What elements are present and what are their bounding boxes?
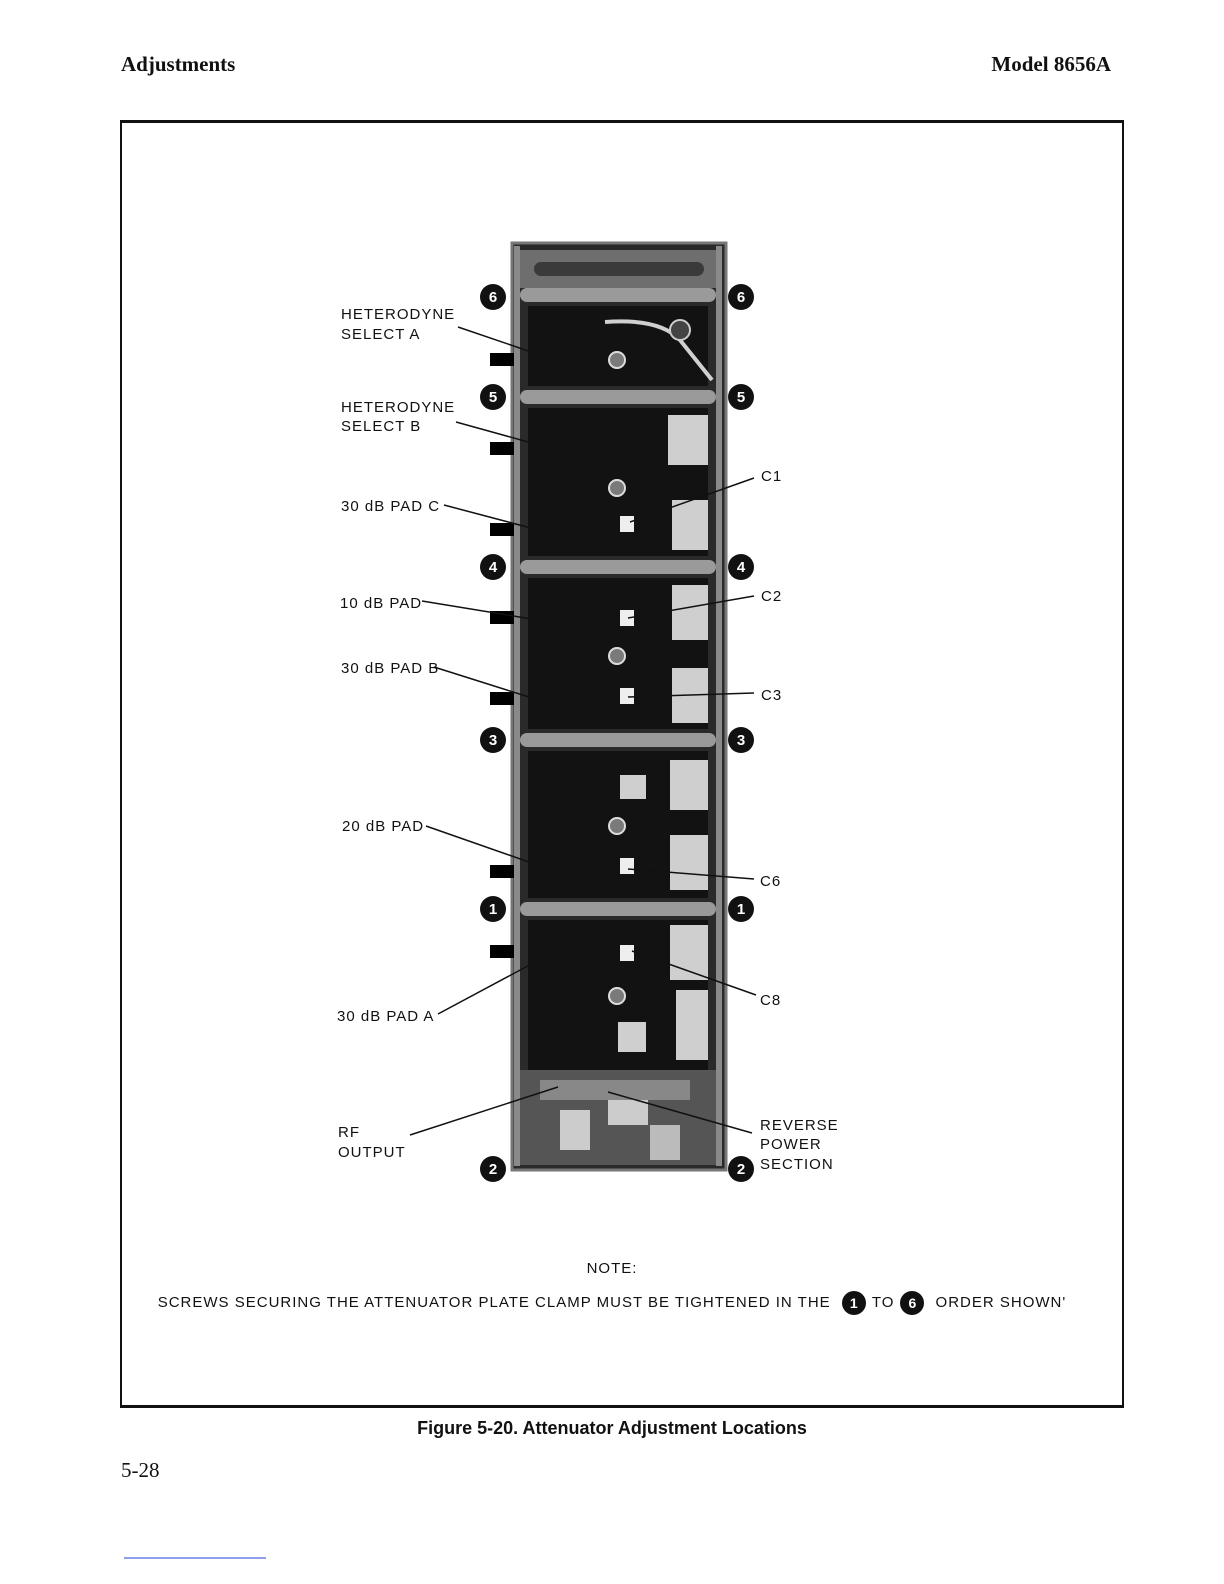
page-number: 5-28 (121, 1458, 160, 1482)
label-20db-pad: 20 dB PAD (342, 818, 424, 835)
label-10db-pad: 10 dB PAD (340, 595, 422, 612)
label-c6: C6 (760, 873, 781, 890)
note-screw-1-marker: 1 (841, 1291, 866, 1315)
screw-marker-5-right: 5 (728, 384, 754, 410)
screw-marker-4-right: 4 (728, 554, 754, 580)
figure-frame (120, 120, 1124, 1408)
screw-marker-4-left: 4 (480, 554, 506, 580)
screw-marker-6-left: 6 (480, 284, 506, 310)
note-screw-6-marker: 6 (900, 1291, 925, 1315)
svg-text:4: 4 (737, 559, 746, 576)
screw-marker-2-right: 2 (728, 1156, 754, 1182)
label-reverse-power-line1: REVERSE (760, 1117, 839, 1134)
svg-text:3: 3 (489, 732, 497, 749)
label-c2: C2 (761, 588, 782, 605)
svg-text:4: 4 (489, 559, 498, 576)
header-model-number: Model 8656A (991, 52, 1111, 76)
screw-marker-1-right: 1 (728, 896, 754, 922)
figure-caption: Figure 5-20. Attenuator Adjustment Locat… (417, 1418, 807, 1438)
label-c1: C1 (761, 468, 782, 485)
label-rf-output-line2: OUTPUT (338, 1144, 406, 1161)
screw-marker-3-right: 3 (728, 727, 754, 753)
note-text-after: ORDER SHOWN' (930, 1293, 1067, 1311)
label-c8: C8 (760, 992, 781, 1009)
label-heterodyne-select-a-line2: SELECT A (341, 326, 420, 343)
label-reverse-power-line2: POWER (760, 1136, 822, 1153)
svg-text:6: 6 (489, 289, 497, 306)
note-text-mid: TO (871, 1293, 895, 1311)
screw-marker-2-left: 2 (480, 1156, 506, 1182)
label-reverse-power-line3: SECTION (760, 1156, 834, 1173)
svg-text:1: 1 (489, 901, 497, 918)
label-heterodyne-select-b-line2: SELECT B (341, 418, 421, 435)
screw-marker-3-left: 3 (480, 727, 506, 753)
note-title: NOTE: (586, 1260, 638, 1277)
svg-text:1: 1 (737, 901, 745, 918)
screw-marker-5-left: 5 (480, 384, 506, 410)
svg-text:5: 5 (737, 389, 745, 406)
label-rf-output-line1: RF (338, 1124, 360, 1141)
label-30db-pad-a: 30 dB PAD A (337, 1008, 434, 1025)
note-text-before: SCREWS SECURING THE ATTENUATOR PLATE CLA… (157, 1293, 836, 1311)
svg-text:6: 6 (737, 289, 745, 306)
svg-text:2: 2 (489, 1161, 497, 1178)
note-text: SCREWS SECURING THE ATTENUATOR PLATE CLA… (0, 1291, 1224, 1315)
screw-marker-1-left: 1 (480, 896, 506, 922)
label-heterodyne-select-b-line1: HETERODYNE (341, 399, 455, 416)
screw-marker-6-right: 6 (728, 284, 754, 310)
svg-text:5: 5 (489, 389, 497, 406)
label-c3: C3 (761, 687, 782, 704)
svg-text:3: 3 (737, 732, 745, 749)
label-heterodyne-select-a-line1: HETERODYNE (341, 306, 455, 323)
header-section-title: Adjustments (121, 52, 236, 76)
svg-text:2: 2 (737, 1161, 745, 1178)
label-30db-pad-b: 30 dB PAD B (341, 660, 439, 677)
label-30db-pad-c: 30 dB PAD C (341, 498, 440, 515)
footer-rule (124, 1557, 266, 1559)
